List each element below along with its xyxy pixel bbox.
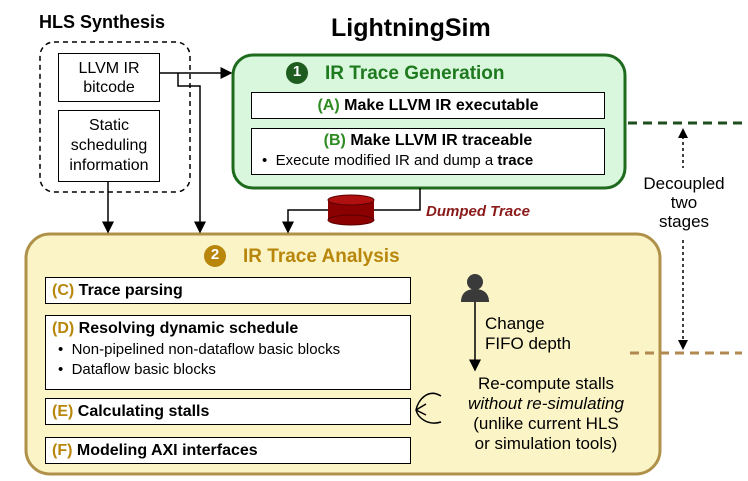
step-f-box: (F) Modeling AXI interfaces	[45, 437, 411, 464]
stage1-number-badge	[286, 62, 308, 84]
change-line-1: Change	[485, 314, 545, 333]
llvm-box-line-2: bitcode	[83, 78, 135, 96]
recompute-line-2: without re-simulating	[468, 394, 624, 413]
database-cylinder-icon	[327, 194, 375, 226]
step-f-text: Modeling AXI interfaces	[76, 441, 258, 459]
llvm-bitcode-box: LLVM IR bitcode	[58, 53, 160, 102]
recompute-line-4: or simulation tools)	[474, 434, 618, 453]
sched-box-line-2: scheduling	[70, 137, 148, 154]
sched-box-line-1: Static	[88, 117, 129, 134]
recompute-label: Re-compute stalls without re-simulating …	[440, 374, 652, 454]
step-c-box: (C) Trace parsing	[45, 277, 411, 304]
step-d-letter: (D)	[52, 320, 75, 337]
recompute-line-1: Re-compute stalls	[477, 374, 615, 393]
step-e-letter: (E)	[52, 402, 74, 420]
stage2-number-badge	[204, 245, 226, 267]
step-e-box: (E) Calculating stalls	[45, 398, 411, 425]
hls-title: HLS Synthesis	[39, 12, 166, 32]
step-a-letter: (A)	[317, 96, 340, 114]
step-a-text: Make LLVM IR executable	[344, 96, 539, 114]
change-fifo-label: Change FIFO depth	[485, 314, 571, 354]
llvm-box-line-1: LLVM IR	[78, 59, 140, 77]
step-b-letter: (B)	[323, 132, 346, 149]
sched-box-line-3: information	[69, 157, 149, 174]
step-b-bullet-bold: trace	[497, 152, 534, 169]
stage2-number: 2	[210, 246, 220, 263]
step-c-letter: (C)	[52, 281, 75, 299]
stage1-number: 1	[292, 63, 302, 80]
scheduling-info-box: Static scheduling information	[58, 110, 160, 182]
change-line-2: FIFO depth	[485, 334, 571, 353]
decoupled-line-1: Decoupled	[643, 174, 725, 193]
person-icon	[461, 274, 489, 302]
step-b-box: (B) Make LLVM IR traceable • Execute mod…	[251, 128, 605, 175]
step-d-bullet-1: Non-pipelined non-dataflow basic blocks	[71, 341, 341, 358]
step-f-letter: (F)	[52, 441, 73, 459]
step-d-bullet-2: Dataflow basic blocks	[71, 361, 216, 378]
decoupled-label: Decoupled two stages	[636, 174, 732, 231]
decoupled-line-2: two	[670, 193, 698, 212]
step-c-text: Trace parsing	[78, 281, 183, 299]
step-b-text: Make LLVM IR traceable	[350, 132, 533, 149]
step-a-box: (A) Make LLVM IR executable	[251, 92, 605, 119]
stage2-title: IR Trace Analysis	[243, 246, 400, 267]
step-b-bullet: Execute modified IR and dump a	[275, 152, 498, 169]
stage1-title: IR Trace Generation	[325, 63, 505, 84]
main-title: LightningSim	[331, 14, 491, 42]
decoupled-line-3: stages	[658, 212, 710, 231]
dumped-trace-label: Dumped Trace	[426, 203, 530, 220]
step-d-box: (D) Resolving dynamic schedule • Non-pip…	[45, 315, 411, 390]
step-d-text: Resolving dynamic schedule	[78, 320, 299, 337]
recompute-line-3: (unlike current HLS	[473, 414, 619, 433]
step-e-text: Calculating stalls	[77, 402, 210, 420]
